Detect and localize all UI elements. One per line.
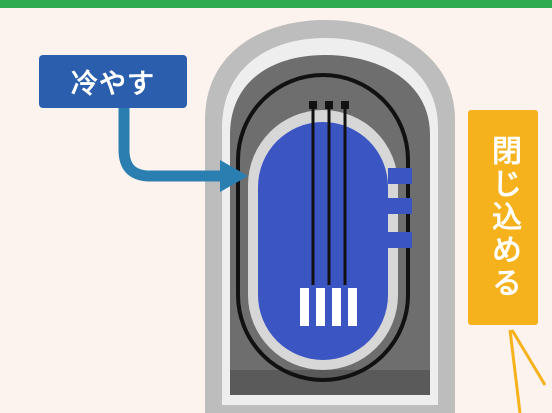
nozzle-2 [388,198,412,214]
contain-callout-line-1 [508,329,522,413]
vessel-outline [236,73,410,382]
nozzle-3 [388,232,412,248]
nozzle-1 [388,168,412,184]
fuel-rod-2 [316,288,325,326]
cooling-arrow [118,102,228,182]
rod-head-3 [341,101,349,109]
cool-label: 冷やす [39,55,187,108]
rod-head-2 [325,101,333,109]
fuel-rod-4 [348,288,357,326]
fuel-rod-3 [332,288,341,326]
contain-callout-line-2 [510,329,547,386]
fuel-rod-1 [300,288,309,326]
contain-label: 閉じ込める [468,110,538,325]
containment-floor [230,370,430,395]
rod-head-1 [309,101,317,109]
cooling-arrow-head [220,160,248,192]
top-bar [0,0,552,8]
